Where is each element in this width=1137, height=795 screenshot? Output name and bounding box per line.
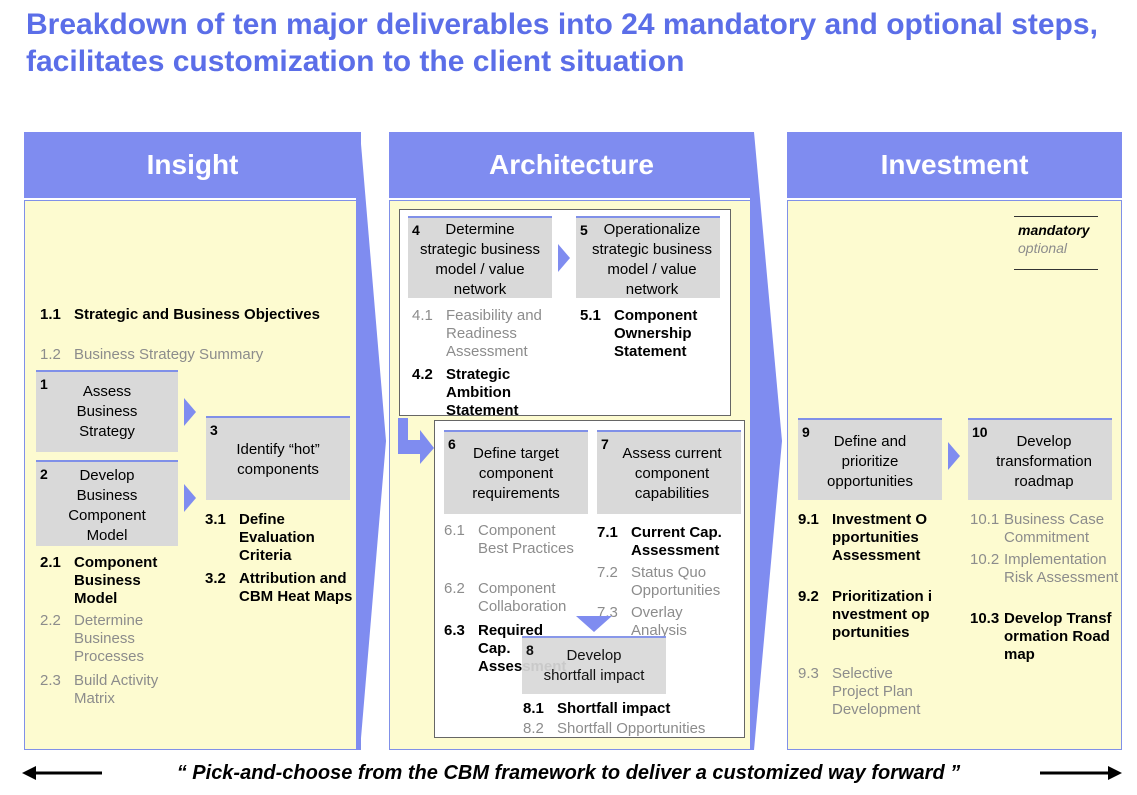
step-1-box: 1 Assess Business Strategy (36, 370, 178, 452)
legend-optional: optional (1018, 240, 1068, 256)
step-7-box: 7 Assess current component capabilities (597, 430, 741, 514)
step-6-box: 6 Define target component requirements (444, 430, 588, 514)
architecture-header: Architecture (389, 132, 754, 198)
footer-tagline: “ Pick-and-choose from the CBM framework… (176, 762, 961, 784)
step-2-box: 2 Develop Business Component Model (36, 460, 178, 546)
arrow-down-to-8 (576, 616, 612, 632)
insight-chevron (356, 132, 386, 750)
page-title: Breakdown of ten major deliverables into… (26, 8, 1098, 78)
insight-header: Insight (24, 132, 361, 198)
arrow-4-to-5 (558, 244, 570, 272)
elbow-arrow (398, 418, 434, 464)
arrow-2-to-3 (184, 484, 196, 512)
footer-arrow-left (22, 766, 102, 780)
step-9-box: 9 Define and prioritize opportunities (798, 418, 942, 500)
investment-header: Investment (787, 132, 1122, 198)
step-10-box: 10 Develop transformation roadmap (968, 418, 1112, 500)
step-4-box: 4 Determine strategic business model / v… (408, 216, 552, 298)
legend: mandatory optional (1014, 216, 1098, 270)
footer-arrow-right (1040, 766, 1122, 780)
legend-mandatory: mandatory (1018, 222, 1090, 238)
step-3-box: 3 Identify “hot” components (206, 416, 350, 500)
arrow-1-to-3 (184, 398, 196, 426)
arrow-9-to-10 (948, 442, 960, 470)
architecture-chevron (750, 132, 782, 750)
step-5-box: 5 Operationalize strategic business mode… (576, 216, 720, 298)
step-8-box: 8 Develop shortfall impact (522, 636, 666, 694)
